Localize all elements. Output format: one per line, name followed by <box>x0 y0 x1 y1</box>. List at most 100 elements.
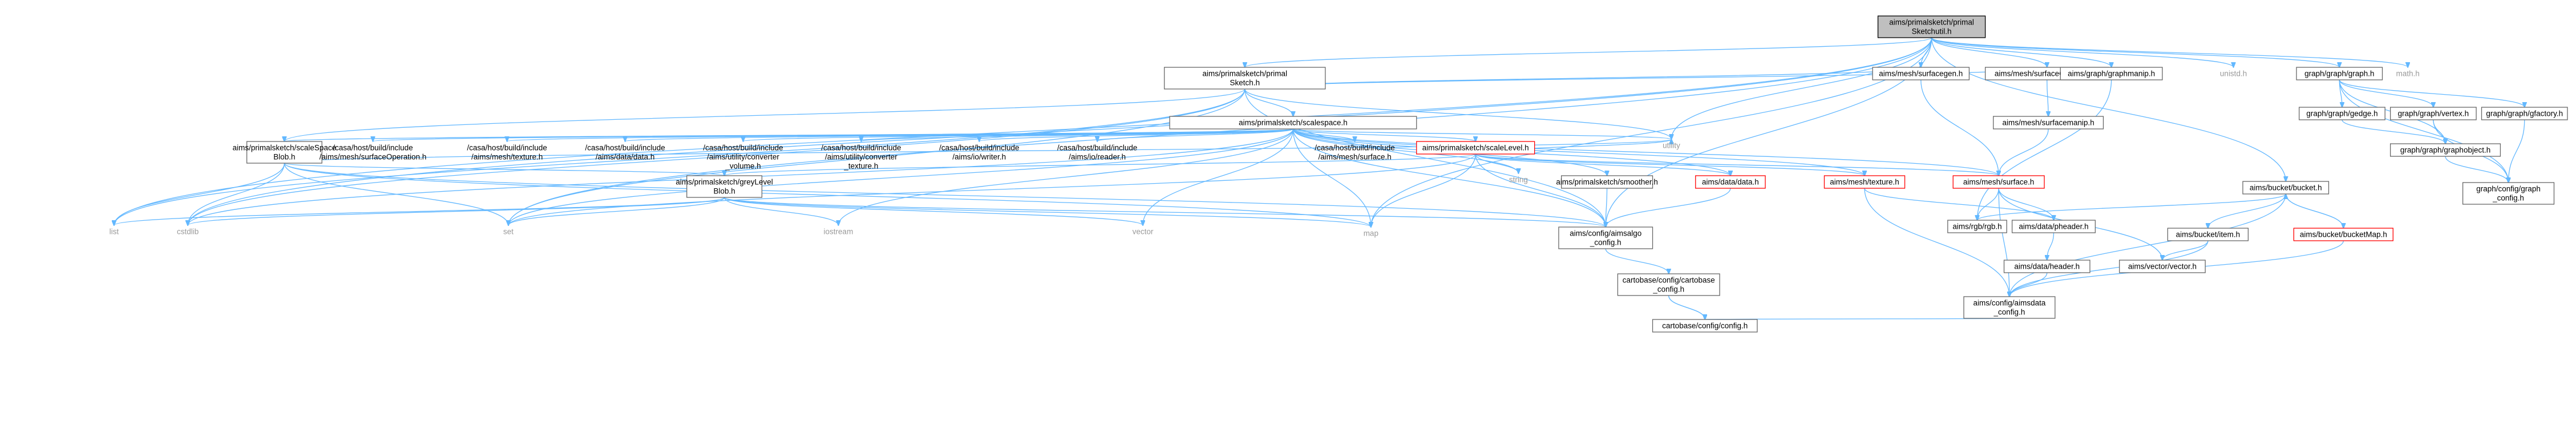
node-surfacegen-label-0: aims/mesh/surfacegen.h <box>1879 70 1963 78</box>
node-bucket-box <box>2242 181 2330 195</box>
node-vector_h-label-0: aims/vector/vector.h <box>2128 262 2197 271</box>
edge-scalespace-to-map <box>1292 128 1370 227</box>
node-graphh-label-0: graph/graph/graph.h <box>2304 70 2374 78</box>
node-gedge[interactable]: graph/graph/gedge.h <box>2299 107 2385 120</box>
edge-scalelevel-to-map <box>1371 153 1476 227</box>
node-bucketitem-label-0: aims/bucket/item.h <box>2176 230 2241 239</box>
node-primalSketch-box <box>1164 67 1326 90</box>
node-pheader[interactable]: aims/data/pheader.h <box>2011 220 2096 233</box>
node-bucketitem[interactable]: aims/bucket/item.h <box>2167 228 2249 241</box>
edge-dataheader-to-aimsdata_cfg <box>2009 272 2048 297</box>
edge-bucketitem-to-vector_h <box>2162 240 2209 260</box>
node-c_writer-label-1: /aims/io/writer.h <box>952 153 1006 161</box>
node-aimsdata_cfg-label-0: aims/config/aimsdata <box>1974 299 2046 307</box>
edge-primalSketch-to-cstdlib <box>188 88 1245 225</box>
edge-graphh-to-gfactory <box>2339 79 2524 107</box>
node-bucket[interactable]: aims/bucket/bucket.h <box>2242 181 2330 195</box>
node-graphmanip[interactable]: aims/graph/graphmanip.h <box>2060 67 2163 80</box>
node-graphconfig[interactable]: graph/config/graph_config.h <box>2462 182 2555 205</box>
node-c_convtex: /casa/host/build/include/aims/utility/co… <box>821 144 901 171</box>
node-c_surface-label-0: /casa/host/build/include <box>1315 144 1394 152</box>
node-unistd-label-0: unistd.h <box>2220 70 2247 78</box>
node-gvertex[interactable]: graph/graph/vertex.h <box>2390 107 2477 120</box>
node-aimsalgo_cfg-label-1: _config.h <box>1590 238 1621 247</box>
node-c_convtex-label-2: _texture.h <box>843 162 878 171</box>
node-graphh[interactable]: graph/graph/graph.h <box>2296 67 2383 80</box>
node-meshtexture[interactable]: aims/mesh/texture.h <box>1823 175 1906 189</box>
node-scalespace[interactable]: aims/primalsketch/scalespace.h <box>1169 116 1417 129</box>
edge-scalelevel-to-string <box>1475 153 1518 173</box>
node-smoother-box <box>1561 175 1653 189</box>
edge-primalSketch-to-ssblob <box>284 88 1245 141</box>
node-mathh: math.h <box>2396 70 2420 78</box>
node-vector_h[interactable]: aims/vector/vector.h <box>2119 260 2206 273</box>
node-iostream: iostream <box>824 228 854 236</box>
node-primalSketch-label-0: aims/primalsketch/primal <box>1203 70 1288 78</box>
node-primalSketch-label-1: Sketch.h <box>1230 79 1260 87</box>
node-carto_cfg-label-0: cartobase/config/cartobase <box>1623 276 1715 285</box>
node-c_reader: /casa/host/build/include/aims/io/reader.… <box>1057 144 1137 161</box>
node-cstdlib: cstdlib <box>177 228 199 236</box>
node-surfacemanip-label-0: aims/mesh/surfacemanip.h <box>2002 119 2094 127</box>
node-c_reader-label-1: /aims/io/reader.h <box>1069 153 1126 161</box>
node-surfacegen[interactable]: aims/mesh/surfacegen.h <box>1872 67 1970 80</box>
node-dataheader[interactable]: aims/data/header.h <box>2003 260 2090 273</box>
node-bucketmap-box <box>2293 228 2394 241</box>
node-rgb[interactable]: aims/rgb/rgb.h <box>1947 220 2007 233</box>
node-aimsdata_cfg-box <box>1963 296 2056 319</box>
edge-root-to-unistd <box>1931 37 2234 67</box>
node-meshsurface-label-0: aims/mesh/surface.h <box>1963 178 2035 187</box>
edge-primalSketch-to-utility <box>1244 88 1672 139</box>
edge-ssblob-to-greylevel <box>284 163 724 176</box>
edge-scalespace-to-aimsalgo_cfg <box>1292 128 1606 227</box>
node-pheader-box <box>2011 220 2096 233</box>
node-gvertex-label-0: graph/graph/vertex.h <box>2398 110 2469 118</box>
node-c_data: /casa/host/build/include/aims/data/data.… <box>585 144 665 161</box>
node-scalelevel[interactable]: aims/primalsketch/scaleLevel.h <box>1416 141 1535 155</box>
node-rgb-box <box>1947 220 2007 233</box>
edge-scalespace-to-vector <box>1143 128 1294 225</box>
node-c_texture: /casa/host/build/include/aims/mesh/textu… <box>467 144 547 161</box>
edge-graphobject-to-graphconfig <box>2445 156 2509 183</box>
node-c_reader-label-0: /casa/host/build/include <box>1057 144 1137 152</box>
node-carto_config[interactable]: cartobase/config/config.h <box>1652 319 1758 333</box>
node-vector_h-box <box>2119 260 2206 273</box>
node-list: list <box>110 228 119 236</box>
node-ssblob-label-1: Blob.h <box>273 153 295 161</box>
node-bucketmap[interactable]: aims/bucket/bucketMap.h <box>2293 228 2394 241</box>
node-unistd: unistd.h <box>2220 70 2247 78</box>
node-aimsdata_cfg[interactable]: aims/config/aimsdata_config.h <box>1963 296 2056 319</box>
edge-scalespace-to-c_reader <box>1097 128 1294 141</box>
edge-ssblob-to-utility <box>284 139 1671 164</box>
node-graphobject[interactable]: graph/graph/graphobject.h <box>2390 143 2501 157</box>
node-set-label-0: set <box>503 228 513 236</box>
node-smoother[interactable]: aims/primalsketch/smoother.h <box>1556 175 1658 189</box>
node-surfacemanip[interactable]: aims/mesh/surfacemanip.h <box>1993 116 2104 129</box>
node-cstdlib-label-0: cstdlib <box>177 228 199 236</box>
node-datadata[interactable]: aims/data/data.h <box>1695 175 1766 189</box>
node-c_convvol: /casa/host/build/include/aims/utility/co… <box>703 144 783 171</box>
edge-scalespace-to-c_writer <box>979 128 1294 141</box>
edge-ssblob-to-aimsalgo_cfg <box>284 163 1606 227</box>
node-meshsurface[interactable]: aims/mesh/surface.h <box>1952 175 2045 189</box>
node-carto_cfg[interactable]: cartobase/config/cartobase_config.h <box>1617 273 1720 296</box>
node-string-label-0: string <box>1509 176 1528 184</box>
edge-root-to-surfaceop <box>1931 37 2047 67</box>
node-aimsalgo_cfg[interactable]: aims/config/aimsalgo_config.h <box>1558 226 1653 249</box>
node-c_writer: /casa/host/build/include/aims/io/writer.… <box>939 144 1019 161</box>
edge-scalelevel-to-meshsurface <box>1475 153 1999 176</box>
node-c_surfop: /casa/host/build/include/aims/mesh/surfa… <box>320 144 427 161</box>
node-c_texture-label-1: /aims/mesh/texture.h <box>471 153 543 161</box>
node-c_surfop-label-1: /aims/mesh/surfaceOperation.h <box>320 153 427 161</box>
node-carto_config-label-0: cartobase/config/config.h <box>1662 322 1748 330</box>
node-gfactory[interactable]: graph/graph/gfactory.h <box>2481 107 2568 120</box>
edge-scalelevel-to-greylevel <box>725 153 1476 176</box>
edge-root-to-utility <box>1671 37 1932 139</box>
node-pheader-label-0: aims/data/pheader.h <box>2019 222 2088 231</box>
node-carto_config-box <box>1652 319 1758 333</box>
edge-bucket-to-rgb <box>1978 193 2286 220</box>
